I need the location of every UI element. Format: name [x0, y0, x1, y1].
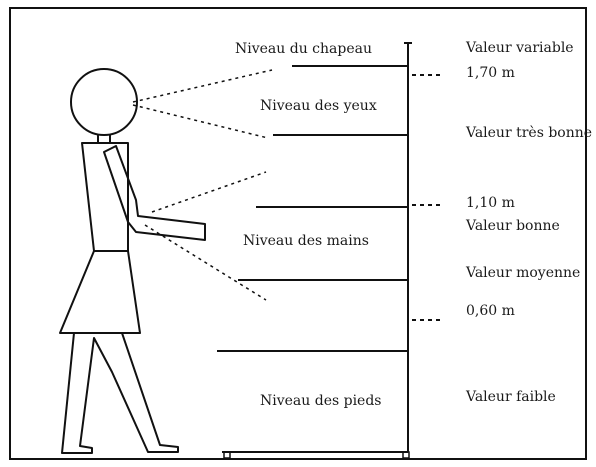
- level-label-eyes: Niveau des yeux: [260, 98, 377, 114]
- height-label-110: 1,10 m: [466, 195, 515, 211]
- height-label-170: 1,70 m: [466, 65, 515, 81]
- person-arm: [104, 146, 205, 240]
- level-label-hat: Niveau du chapeau: [235, 41, 372, 57]
- level-label-feet: Niveau des pieds: [260, 393, 382, 409]
- sight-line-upper: [133, 70, 272, 102]
- level-label-hands: Niveau des mains: [243, 233, 369, 249]
- person-head: [71, 69, 137, 135]
- person-figure: [60, 69, 205, 453]
- value-label-weak: Valeur faible: [466, 389, 556, 405]
- value-label-very-good: Valeur très bonne: [466, 125, 592, 141]
- person-legs: [62, 333, 178, 453]
- value-label-medium: Valeur moyenne: [466, 265, 580, 281]
- person-skirt: [60, 251, 140, 333]
- sight-line-lower: [133, 105, 268, 138]
- height-label-060: 0,60 m: [466, 303, 515, 319]
- value-label-good: Valeur bonne: [466, 218, 560, 234]
- value-label-variable: Valeur variable: [466, 40, 574, 56]
- reach-line-upper: [152, 172, 266, 212]
